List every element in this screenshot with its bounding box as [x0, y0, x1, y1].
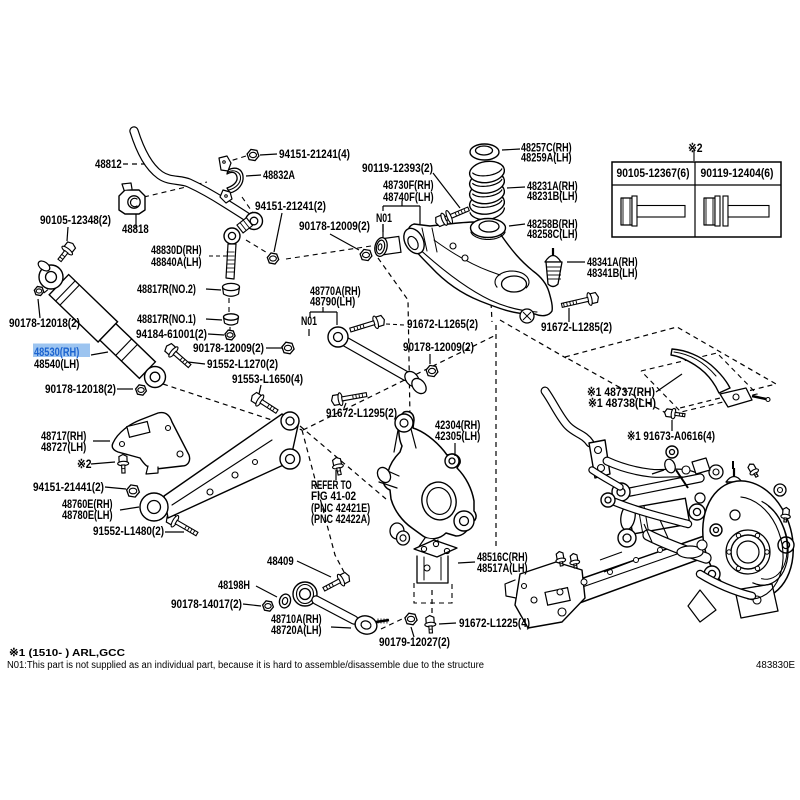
svg-text:90119-12404(6): 90119-12404(6) [701, 166, 774, 180]
svg-text:90178-12009(2): 90178-12009(2) [193, 341, 264, 355]
svg-text:90178-12018(2): 90178-12018(2) [45, 382, 116, 396]
svg-text:REFER TO: REFER TO [311, 478, 352, 492]
svg-text:※1 (1510- ) ARL,GCC: ※1 (1510- ) ARL,GCC [9, 647, 125, 659]
svg-text:N01: N01 [376, 211, 392, 225]
svg-text:48830D(RH): 48830D(RH) [151, 243, 202, 257]
svg-text:90179-12027(2): 90179-12027(2) [379, 635, 450, 649]
svg-text:48812: 48812 [95, 157, 122, 171]
svg-text:48540(LH): 48540(LH) [34, 357, 79, 371]
svg-text:※2: ※2 [77, 457, 92, 471]
svg-text:(PNC 42422A): (PNC 42422A) [311, 512, 370, 526]
svg-text:483830E: 483830E [756, 659, 795, 671]
svg-text:91552-L1270(2): 91552-L1270(2) [207, 357, 278, 371]
svg-text:48409: 48409 [267, 554, 294, 568]
svg-text:48727(LH): 48727(LH) [41, 440, 86, 454]
svg-text:48341B(LH): 48341B(LH) [587, 266, 638, 280]
svg-text:91553-L1650(4): 91553-L1650(4) [232, 372, 303, 386]
svg-text:48530(RH): 48530(RH) [34, 345, 79, 359]
svg-text:91672-L1295(2): 91672-L1295(2) [326, 406, 397, 420]
svg-text:48780E(LH): 48780E(LH) [62, 508, 113, 522]
svg-text:48231B(LH): 48231B(LH) [527, 189, 578, 203]
svg-text:※2: ※2 [688, 141, 703, 155]
svg-text:90105-12348(2): 90105-12348(2) [40, 213, 111, 227]
svg-text:42305(LH): 42305(LH) [435, 429, 480, 443]
svg-text:91672-L1285(2): 91672-L1285(2) [541, 320, 612, 334]
svg-text:90178-12009(2): 90178-12009(2) [403, 340, 474, 354]
svg-text:48730F(RH): 48730F(RH) [383, 178, 434, 192]
svg-text:91672-L1225(4): 91672-L1225(4) [459, 616, 530, 630]
svg-text:48720A(LH): 48720A(LH) [271, 623, 322, 637]
svg-text:※1 48738(LH): ※1 48738(LH) [588, 396, 656, 410]
svg-text:94151-21241(4): 94151-21241(4) [279, 147, 350, 161]
svg-text:※1 91673-A0616(4): ※1 91673-A0616(4) [627, 429, 715, 443]
svg-text:48341A(RH): 48341A(RH) [587, 255, 638, 269]
svg-text:48817R(NO.1): 48817R(NO.1) [137, 312, 196, 326]
svg-text:FIG 41-02: FIG 41-02 [311, 489, 356, 503]
svg-text:91552-L1480(2): 91552-L1480(2) [93, 524, 164, 538]
svg-text:48840A(LH): 48840A(LH) [151, 255, 202, 269]
svg-text:94151-21441(2): 94151-21441(2) [33, 480, 104, 494]
svg-text:90178-14017(2): 90178-14017(2) [171, 597, 242, 611]
svg-text:94151-21241(2): 94151-21241(2) [255, 199, 326, 213]
svg-text:91672-L1265(2): 91672-L1265(2) [407, 317, 478, 331]
svg-text:48231A(RH): 48231A(RH) [527, 179, 578, 193]
svg-text:※1 48737(RH): ※1 48737(RH) [587, 385, 655, 399]
svg-text:48770A(RH): 48770A(RH) [310, 284, 361, 298]
svg-text:48817R(NO.2): 48817R(NO.2) [137, 282, 196, 296]
svg-text:48259A(LH): 48259A(LH) [521, 151, 572, 165]
svg-text:42304(RH): 42304(RH) [435, 418, 480, 432]
svg-text:48832A: 48832A [263, 168, 295, 182]
svg-text:N01: N01 [301, 314, 317, 328]
svg-text:48257C(RH): 48257C(RH) [521, 141, 572, 155]
svg-text:90105-12367(6): 90105-12367(6) [617, 166, 690, 180]
svg-text:48710A(RH): 48710A(RH) [271, 612, 322, 626]
svg-text:94184-61001(2): 94184-61001(2) [136, 327, 207, 341]
svg-text:48258B(RH): 48258B(RH) [527, 217, 578, 231]
svg-text:48818: 48818 [122, 222, 149, 236]
svg-text:N01:This part is not supplied: N01:This part is not supplied as an indi… [7, 660, 484, 671]
svg-text:48740F(LH): 48740F(LH) [383, 190, 434, 204]
svg-text:48517A(LH): 48517A(LH) [477, 561, 528, 575]
svg-text:90119-12393(2): 90119-12393(2) [362, 161, 433, 175]
svg-text:90178-12018(2): 90178-12018(2) [9, 316, 80, 330]
svg-text:(PNC 42421E): (PNC 42421E) [311, 501, 370, 515]
svg-text:48258C(LH): 48258C(LH) [527, 227, 578, 241]
svg-text:90178-12009(2): 90178-12009(2) [299, 219, 370, 233]
svg-text:48790(LH): 48790(LH) [310, 295, 355, 309]
svg-text:48760E(RH): 48760E(RH) [62, 497, 113, 511]
svg-text:48198H: 48198H [218, 578, 250, 592]
svg-text:48717(RH): 48717(RH) [41, 429, 86, 443]
svg-text:48516C(RH): 48516C(RH) [477, 550, 528, 564]
